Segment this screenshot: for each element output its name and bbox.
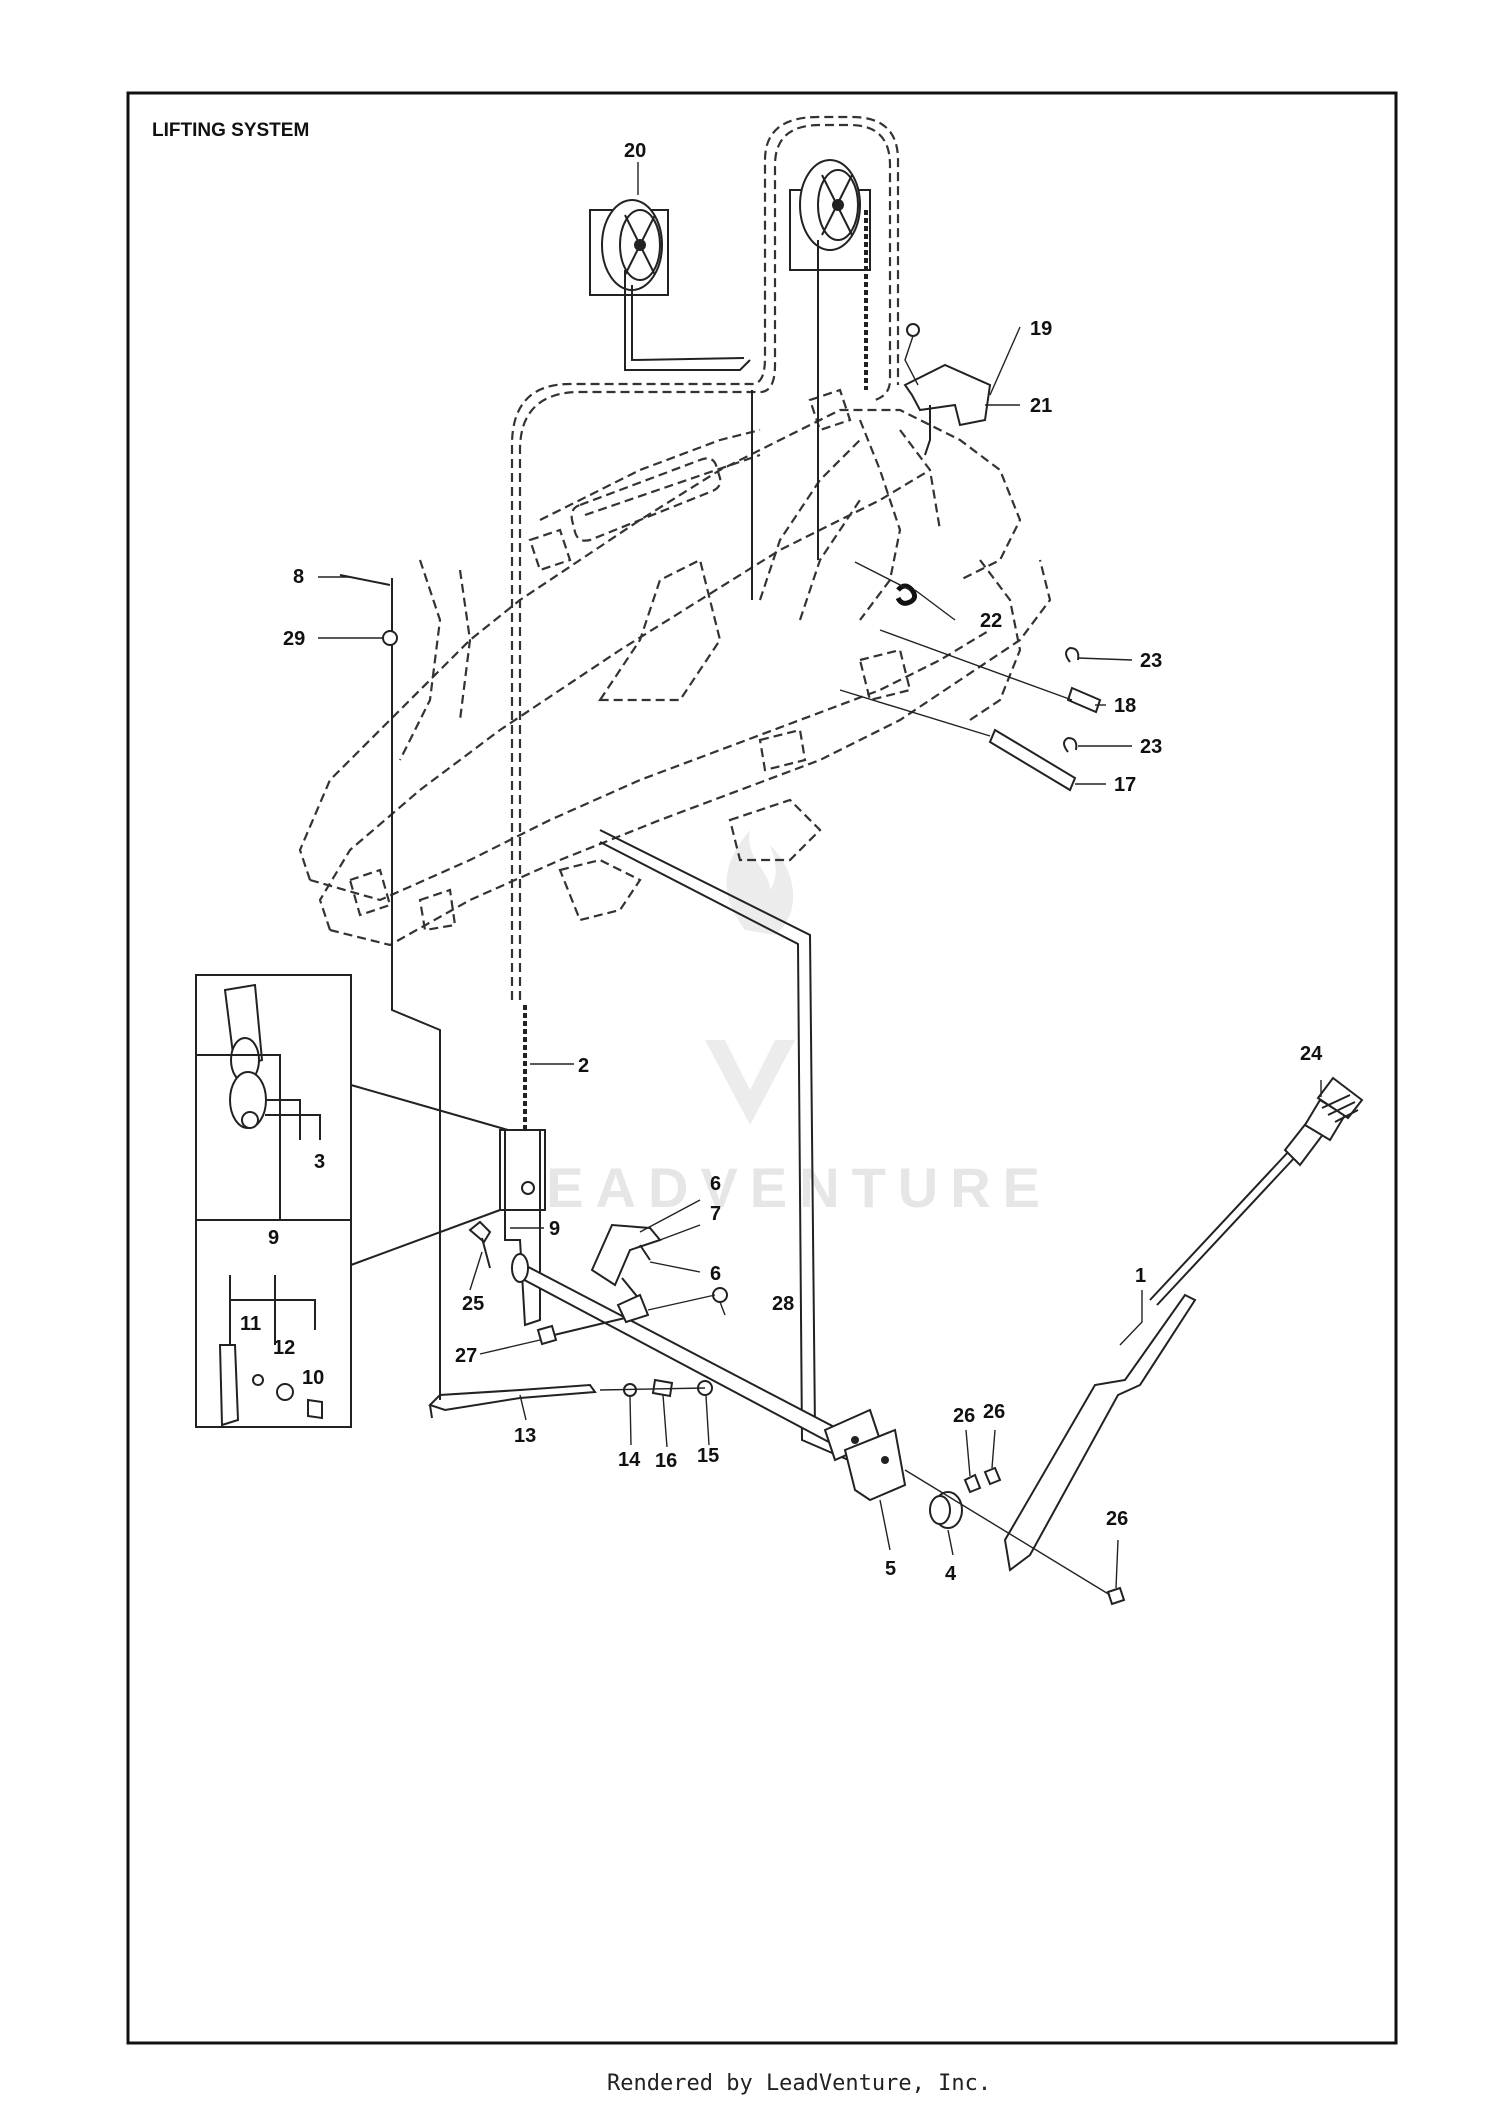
callout-26b: 26	[983, 1401, 1005, 1423]
pulley-20	[589, 199, 669, 296]
callout-6a: 6	[710, 1173, 721, 1195]
callout-25: 25	[462, 1293, 484, 1315]
pin-22	[895, 583, 918, 606]
callout-29: 29	[283, 628, 305, 650]
callout-27: 27	[455, 1345, 477, 1367]
callout-23b: 23	[1140, 736, 1162, 758]
callout-24: 24	[1300, 1043, 1323, 1065]
leader-lines	[318, 162, 1322, 1589]
callout-11: 11	[240, 1313, 261, 1335]
clip-23a	[1065, 646, 1080, 663]
callout-3: 3	[314, 1151, 325, 1173]
detail-inset	[195, 974, 352, 1428]
callout-9b: 9	[268, 1227, 279, 1249]
callout-19: 19	[1030, 318, 1052, 340]
callout-21: 21	[1030, 395, 1052, 417]
diagram-frame	[126, 91, 1398, 2045]
bolt-26b	[983, 1466, 1002, 1486]
pin-17	[988, 728, 1077, 792]
lever-1	[1003, 1149, 1298, 1572]
callout-28: 28	[772, 1293, 794, 1315]
callout-2: 2	[578, 1055, 589, 1077]
callout-15: 15	[697, 1445, 719, 1467]
bracket-21	[903, 363, 992, 456]
bracket-5	[823, 1408, 907, 1502]
diagram-title: LIFTING SYSTEM	[152, 120, 309, 141]
callout-1: 1	[1135, 1265, 1146, 1287]
callout-labels: 1 2 3 4 5 6 6 7 8 9 9 10 11 12 13 14 15 …	[240, 140, 1323, 1585]
callout-5: 5	[885, 1558, 896, 1580]
callout-26c: 26	[1106, 1508, 1128, 1530]
pulley-right	[789, 159, 871, 271]
bolt-26a	[963, 1473, 982, 1494]
bolt-27	[536, 1317, 626, 1346]
nut-28	[712, 1287, 728, 1303]
callout-14: 14	[618, 1449, 641, 1471]
pin-18	[1066, 686, 1102, 714]
watermark-text: LEADVENTURE	[500, 1156, 1052, 1219]
callout-26a: 26	[953, 1405, 975, 1427]
bolt-26c	[1106, 1586, 1126, 1606]
callout-18: 18	[1114, 695, 1136, 717]
chassis-frame	[298, 115, 1052, 1000]
clip-23b	[1063, 736, 1078, 753]
nut-19	[906, 323, 920, 337]
washer-29	[382, 630, 398, 646]
footer-credit: Rendered by LeadVenture, Inc.	[607, 2071, 991, 2096]
callout-4: 4	[945, 1563, 957, 1585]
watermark-flame-icon	[726, 830, 794, 935]
callout-23a: 23	[1140, 650, 1162, 672]
callout-13: 13	[514, 1425, 536, 1447]
bolt-25	[468, 1220, 492, 1269]
callout-10: 10	[302, 1367, 324, 1389]
callout-22: 22	[980, 610, 1002, 632]
callout-9a: 9	[549, 1218, 560, 1240]
bushing	[616, 1293, 650, 1324]
watermark-v-icon	[705, 1040, 795, 1125]
callout-7: 7	[710, 1203, 721, 1225]
bushing-4	[929, 1491, 963, 1529]
callout-6b: 6	[710, 1263, 721, 1285]
callout-16: 16	[655, 1450, 677, 1472]
cable-13	[428, 1383, 597, 1412]
callout-8: 8	[293, 566, 304, 588]
callout-17: 17	[1114, 774, 1136, 796]
callout-12: 12	[273, 1337, 295, 1359]
watermark: LEADVENTURE	[500, 830, 1052, 1219]
callout-20: 20	[624, 140, 646, 162]
handle-24	[1283, 1076, 1364, 1167]
